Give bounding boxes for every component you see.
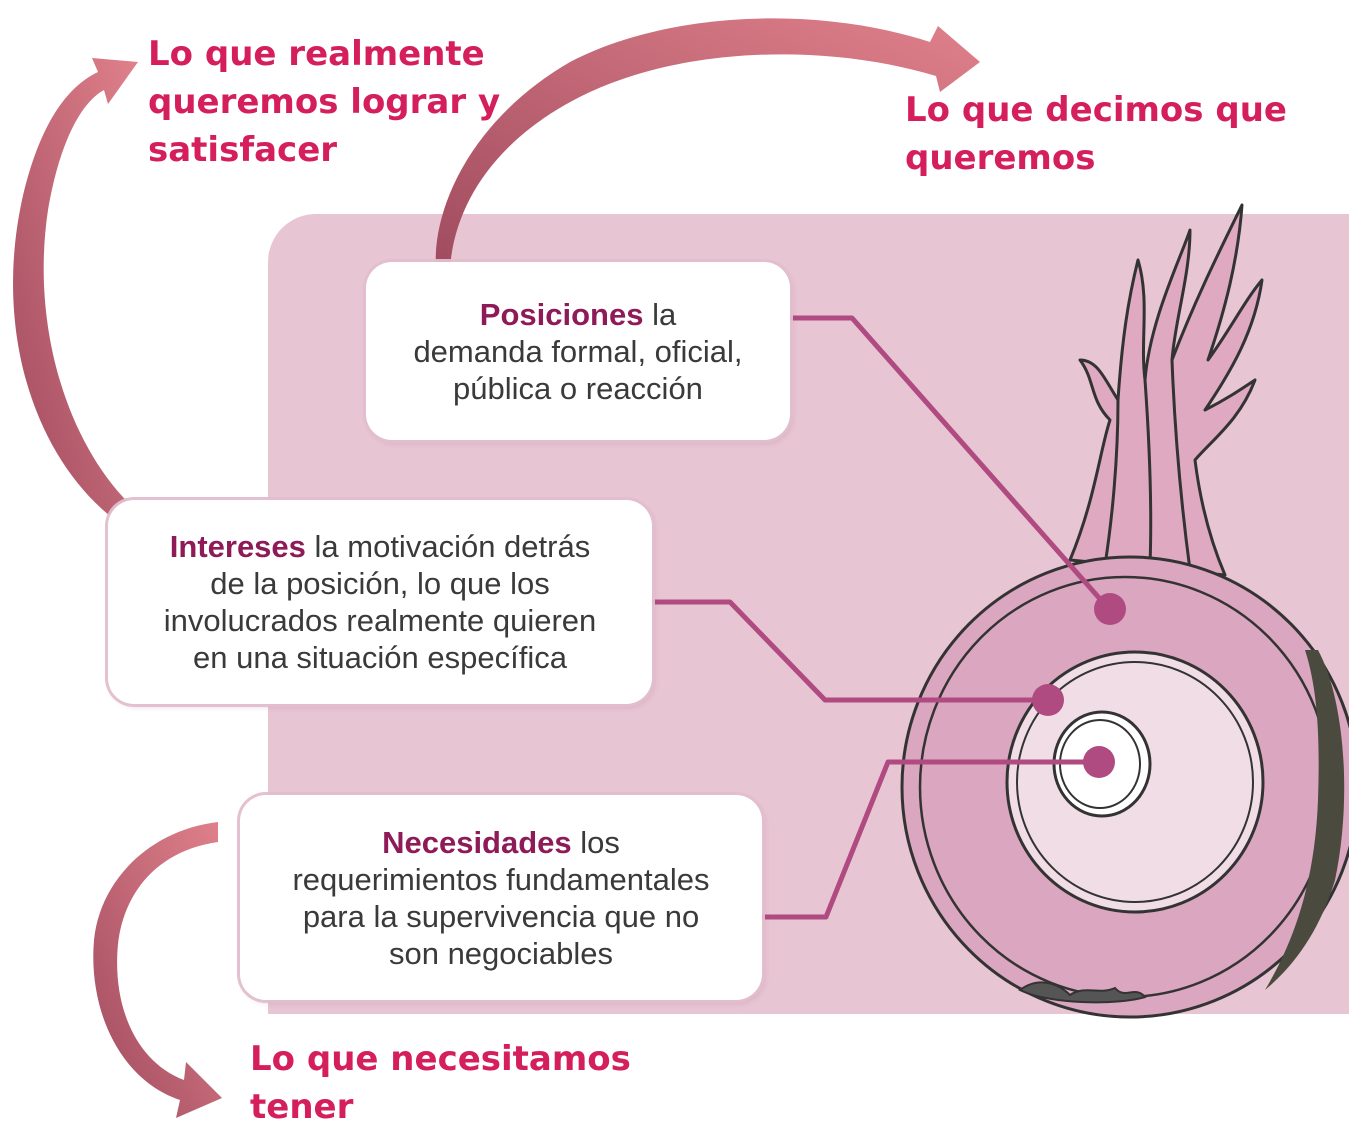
needs-term: Necesidades [382, 824, 572, 860]
needs-box: Necesidades los requerimientos fundament… [240, 795, 762, 1000]
positions-text: Posiciones la demanda formal, oficial, p… [413, 296, 742, 407]
positions-box: Posiciones la demanda formal, oficial, p… [366, 262, 790, 440]
curved-arrow-icon [13, 58, 138, 528]
caption-top-left: Lo que realmente queremos lograr y satis… [148, 34, 501, 170]
interests-box: Intereses la motivación detrás de la pos… [108, 500, 652, 704]
caption-bottom: Lo que necesitamos tener [250, 1039, 631, 1127]
interests-term: Intereses [169, 529, 306, 564]
needs-description: los requerimientos fundamentales para la… [292, 824, 710, 971]
interests-description: la motivación detrás de la posición, lo … [163, 529, 597, 675]
caption-top-right: Lo que decimos que queremos [905, 90, 1287, 178]
positions-description: la demanda formal, oficial, pública o re… [413, 296, 743, 406]
needs-text: Necesidades los requerimientos fundament… [292, 824, 709, 972]
positions-term: Posiciones [479, 296, 644, 332]
curved-arrow-icon [93, 822, 222, 1118]
interests-text: Intereses la motivación detrás de la pos… [164, 528, 597, 676]
